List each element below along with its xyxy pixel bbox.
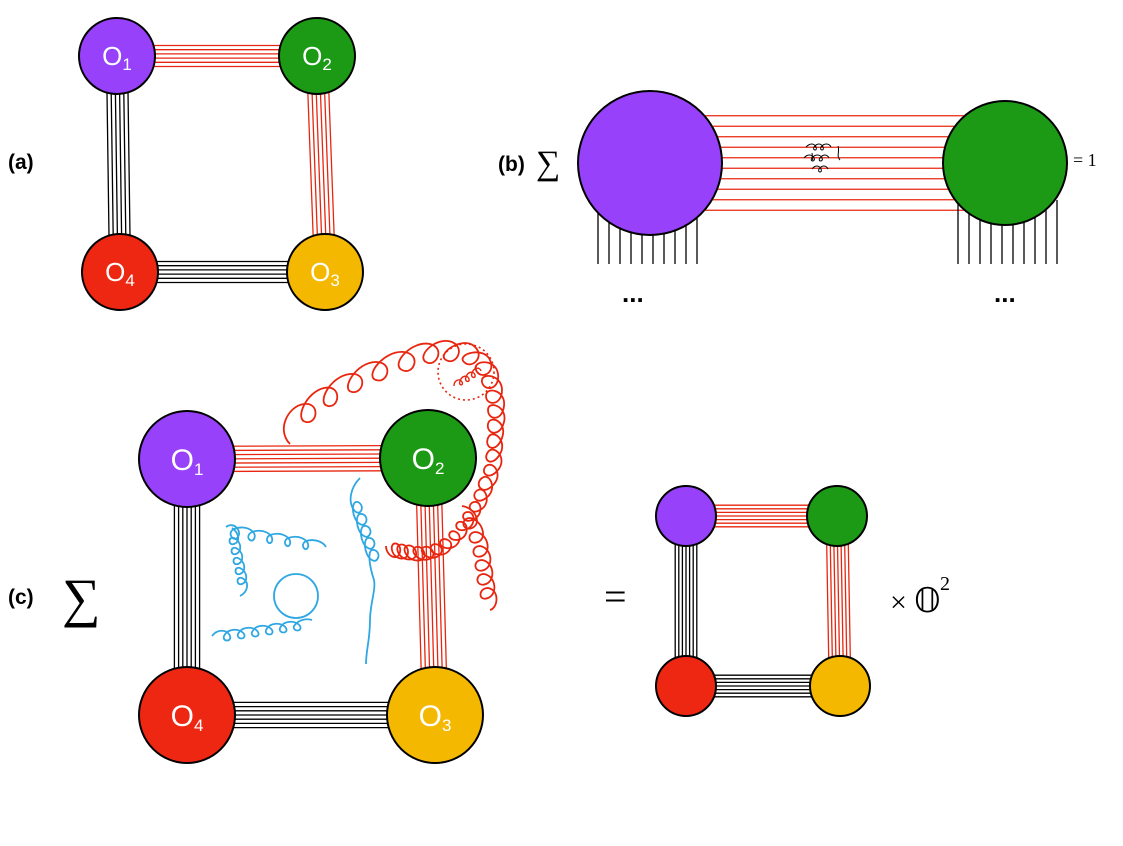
gluon-blue-top-icon — [225, 524, 327, 551]
times-sign: × — [890, 586, 907, 619]
gluon-lines — [211, 143, 841, 665]
gluon-blue-left-icon — [228, 527, 248, 597]
gluon-blob-b-icon — [803, 143, 841, 173]
node-s-o2-circle — [806, 485, 868, 547]
node-c-o2-circle — [379, 409, 477, 507]
node-c-o4: O4 — [138, 666, 236, 764]
node-a-o3-letter: O — [310, 257, 330, 287]
node-s-o4-circle — [655, 655, 717, 717]
node-a-o1-circle — [78, 17, 156, 95]
factor-exponent: 2 — [940, 573, 950, 595]
node-c-o3-circle — [386, 666, 484, 764]
node-s-o3-circle — [809, 655, 871, 717]
node-a-o2: O2 — [278, 17, 356, 95]
node-s-o3 — [809, 655, 871, 717]
node-a-o4-label: O4 — [105, 257, 135, 290]
node-c-o2-letter: O — [412, 443, 435, 476]
panel-a-label: (a) — [8, 151, 34, 174]
node-c-o1-label: O1 — [171, 444, 204, 479]
node-c-o4-index: 4 — [194, 716, 203, 735]
ellipsis-left: ... — [622, 278, 644, 308]
node-a-o1-label: O1 — [102, 41, 132, 74]
node-b-right-circle — [942, 100, 1068, 226]
gluon-blue-right-icon — [349, 477, 380, 665]
node-s-o2 — [806, 485, 868, 547]
node-a-o4-circle — [81, 233, 159, 311]
gluon-blue-bottom-icon — [211, 618, 313, 642]
gluon-red-outer-icon — [283, 339, 506, 562]
node-c-o2: O2 — [379, 409, 477, 507]
node-a-o3-circle — [286, 233, 364, 311]
gluon-zoom-circle-icon — [437, 343, 495, 401]
node-c-o1-letter: O — [171, 444, 194, 477]
sum-symbol-c: ∑ — [62, 568, 101, 628]
gluon-mini-icon — [453, 367, 482, 387]
node-a-o3-label: O3 — [310, 257, 340, 290]
node-c-o4-letter: O — [171, 700, 194, 733]
node-a-o2-circle — [278, 17, 356, 95]
node-a-o1-index: 1 — [122, 55, 131, 74]
node-c-o1-index: 1 — [194, 460, 203, 479]
node-a-o1-letter: O — [102, 41, 122, 71]
panel-b-label: (b) — [498, 153, 525, 176]
node-s-o1-circle — [655, 485, 717, 547]
node-a-o2-letter: O — [302, 41, 322, 71]
gluon-loop-icon — [273, 573, 319, 619]
node-c-o3-letter: O — [419, 700, 442, 733]
node-a-o3-index: 3 — [330, 271, 339, 290]
node-a-o4-index: 4 — [125, 271, 134, 290]
node-b-right — [942, 100, 1068, 226]
node-b-left-circle — [577, 90, 723, 236]
node-c-o3-index: 3 — [442, 716, 451, 735]
node-a-o2-index: 2 — [322, 55, 331, 74]
sum-symbol-b: ∑ — [536, 145, 560, 182]
node-a-o3: O3 — [286, 233, 364, 311]
node-s-o4 — [655, 655, 717, 717]
node-a-o4: O4 — [81, 233, 159, 311]
node-s-o1 — [655, 485, 717, 547]
panel-c-label: (c) — [8, 586, 34, 609]
node-c-o4-label: O4 — [171, 700, 204, 735]
equals-one-text: = 1 — [1073, 150, 1097, 170]
node-c-o3: O3 — [386, 666, 484, 764]
gluon-red-inner-icon — [461, 505, 498, 611]
node-c-o1: O1 — [138, 410, 236, 508]
node-a-o4-letter: O — [105, 257, 125, 287]
node-c-o3-label: O3 — [419, 700, 452, 735]
node-c-o2-index: 2 — [435, 459, 444, 478]
node-c-o1-circle — [138, 410, 236, 508]
node-a-o1: O1 — [78, 17, 156, 95]
factor-symbol: 𝕆 — [914, 583, 941, 620]
equals-sign: = — [604, 574, 627, 619]
ellipsis-right: ... — [994, 278, 1016, 308]
node-a-o2-label: O2 — [302, 41, 332, 74]
node-b-left — [577, 90, 723, 236]
node-c-o2-label: O2 — [412, 443, 445, 478]
node-c-o4-circle — [138, 666, 236, 764]
